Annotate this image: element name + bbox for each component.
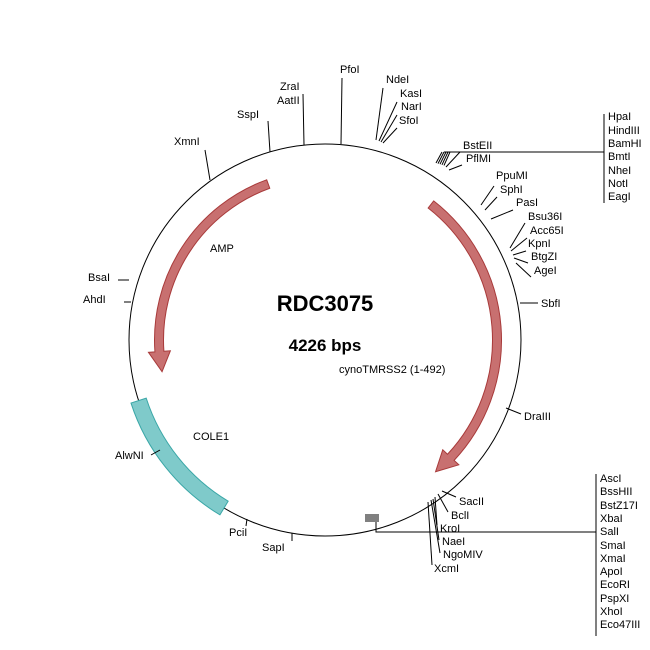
tick-ngomiv bbox=[430, 499, 441, 554]
site-label[interactable]: AlwNI bbox=[115, 450, 144, 462]
site-label[interactable]: NgoMIV bbox=[443, 549, 483, 561]
tick-cluster-top bbox=[437, 151, 445, 164]
tick-xcmi bbox=[427, 501, 433, 566]
tick-bsteii bbox=[445, 151, 461, 168]
tick-sfoi bbox=[382, 127, 398, 144]
cluster-site-label[interactable]: SalI bbox=[600, 526, 619, 538]
tick-cluster-top bbox=[439, 151, 447, 165]
plasmid-backbone bbox=[128, 143, 522, 537]
cynotmrss2-feature-arrow[interactable] bbox=[427, 200, 502, 473]
leader-bottom-cluster bbox=[375, 522, 596, 533]
bottom-site-cluster: AscI BssHII BstZ17I XbaI SalI SmaI XmaI … bbox=[600, 473, 640, 631]
site-label[interactable]: PfoI bbox=[340, 64, 360, 76]
tick-pcii bbox=[245, 518, 248, 527]
cluster-site-label[interactable]: BssHII bbox=[600, 486, 632, 498]
tick-sspi bbox=[267, 120, 271, 153]
tick-ndei bbox=[375, 87, 384, 141]
site-label[interactable]: BclI bbox=[451, 510, 469, 522]
site-label[interactable]: SspI bbox=[237, 109, 259, 121]
tick-alwni bbox=[150, 449, 161, 456]
tick-pfoi bbox=[340, 77, 343, 145]
tick-sacii bbox=[441, 490, 457, 498]
site-label[interactable]: AhdI bbox=[83, 294, 106, 306]
plasmid-name: RDC3075 bbox=[277, 291, 374, 316]
site-label[interactable]: KroI bbox=[440, 523, 460, 535]
site-label[interactable]: BsaI bbox=[88, 272, 110, 284]
tick-cluster-top bbox=[443, 151, 451, 166]
tick-cluster-top bbox=[435, 151, 443, 164]
site-label[interactable]: AgeI bbox=[534, 265, 557, 277]
site-label[interactable]: SbfI bbox=[541, 298, 561, 310]
tick-cluster-top bbox=[441, 151, 449, 166]
site-label[interactable]: KpnI bbox=[528, 238, 551, 250]
cluster-site-label[interactable]: HindIII bbox=[608, 125, 640, 137]
cluster-site-label[interactable]: HpaI bbox=[608, 111, 631, 123]
cluster-site-label[interactable]: PspXI bbox=[600, 593, 629, 605]
tick-agei bbox=[515, 262, 532, 278]
cole1-feature[interactable] bbox=[130, 397, 229, 516]
tick-pflmi bbox=[448, 164, 463, 171]
tick-draiii bbox=[505, 407, 522, 415]
site-label[interactable]: XcmI bbox=[434, 563, 459, 575]
cluster-site-label[interactable]: AscI bbox=[600, 473, 621, 485]
tick-zrai bbox=[302, 93, 305, 146]
plasmid-size: 4226 bps bbox=[289, 336, 362, 355]
cluster-site-label[interactable]: Eco47III bbox=[600, 619, 640, 631]
cluster-site-label[interactable]: NotI bbox=[608, 178, 628, 190]
cluster-site-label[interactable]: XbaI bbox=[600, 513, 623, 525]
site-label[interactable]: NarI bbox=[401, 101, 422, 113]
tick-kasi bbox=[378, 101, 398, 142]
tick-sphi bbox=[484, 196, 498, 211]
site-label[interactable]: KasI bbox=[400, 88, 422, 100]
tick-xmni bbox=[204, 149, 211, 181]
tick-kroi bbox=[434, 496, 438, 526]
site-label[interactable]: DraIII bbox=[524, 411, 551, 423]
site-label[interactable]: PpuMI bbox=[496, 170, 528, 182]
tick-nari bbox=[380, 114, 398, 143]
site-ticks bbox=[118, 77, 605, 636]
site-label[interactable]: NdeI bbox=[386, 74, 409, 86]
cluster-site-label[interactable]: NheI bbox=[608, 165, 631, 177]
site-label[interactable]: SacII bbox=[459, 496, 484, 508]
cluster-site-label[interactable]: BamHI bbox=[608, 138, 642, 150]
cluster-site-label[interactable]: SmaI bbox=[600, 540, 626, 552]
site-label[interactable]: XmnI bbox=[174, 136, 200, 148]
site-label[interactable]: SfoI bbox=[399, 115, 419, 127]
site-label[interactable]: SphI bbox=[500, 184, 523, 196]
tick-naei bbox=[432, 498, 440, 541]
tick-ppumi bbox=[480, 185, 495, 206]
site-label[interactable]: BtgZI bbox=[531, 251, 557, 263]
tick-bcli bbox=[437, 493, 449, 513]
cluster-site-label[interactable]: BstZ17I bbox=[600, 500, 638, 512]
site-label[interactable]: BstEII bbox=[463, 140, 492, 152]
tick-kpni bbox=[512, 250, 527, 256]
tick-btgzi bbox=[513, 257, 529, 264]
amp-feature-arrow[interactable] bbox=[147, 179, 271, 373]
site-label[interactable]: NaeI bbox=[442, 536, 465, 548]
feature-label-cynotmrss2: cynoTMRSS2 (1-492) bbox=[339, 364, 445, 376]
cluster-site-label[interactable]: XmaI bbox=[600, 553, 626, 565]
feature-label-amp: AMP bbox=[210, 243, 234, 255]
cluster-site-label[interactable]: ApoI bbox=[600, 566, 623, 578]
tick-acc65i bbox=[510, 237, 528, 252]
top-site-cluster: HpaI HindIII BamHI BmtI NheI NotI EagI bbox=[608, 111, 642, 203]
site-label[interactable]: Acc65I bbox=[530, 225, 564, 237]
restriction-site-labels: PfoI ZraI AatII SspI XmnI BsaI AhdI AlwN… bbox=[83, 64, 564, 575]
site-label[interactable]: PflMI bbox=[466, 153, 491, 165]
cluster-site-label[interactable]: BmtI bbox=[608, 151, 631, 163]
cluster-site-label[interactable]: EcoRI bbox=[600, 579, 630, 591]
feature-label-cole1: COLE1 bbox=[193, 431, 229, 443]
site-label[interactable]: AatII bbox=[277, 95, 300, 107]
site-label[interactable]: SapI bbox=[262, 542, 285, 554]
site-label[interactable]: PasI bbox=[516, 197, 538, 209]
site-label[interactable]: Bsu36I bbox=[528, 211, 562, 223]
tick-pasi bbox=[490, 209, 514, 220]
site-label[interactable]: PciI bbox=[229, 527, 247, 539]
cluster-site-label[interactable]: EagI bbox=[608, 191, 631, 203]
site-label[interactable]: ZraI bbox=[280, 81, 300, 93]
tick-bsu36i bbox=[509, 222, 526, 249]
cluster-site-label[interactable]: XhoI bbox=[600, 606, 623, 618]
